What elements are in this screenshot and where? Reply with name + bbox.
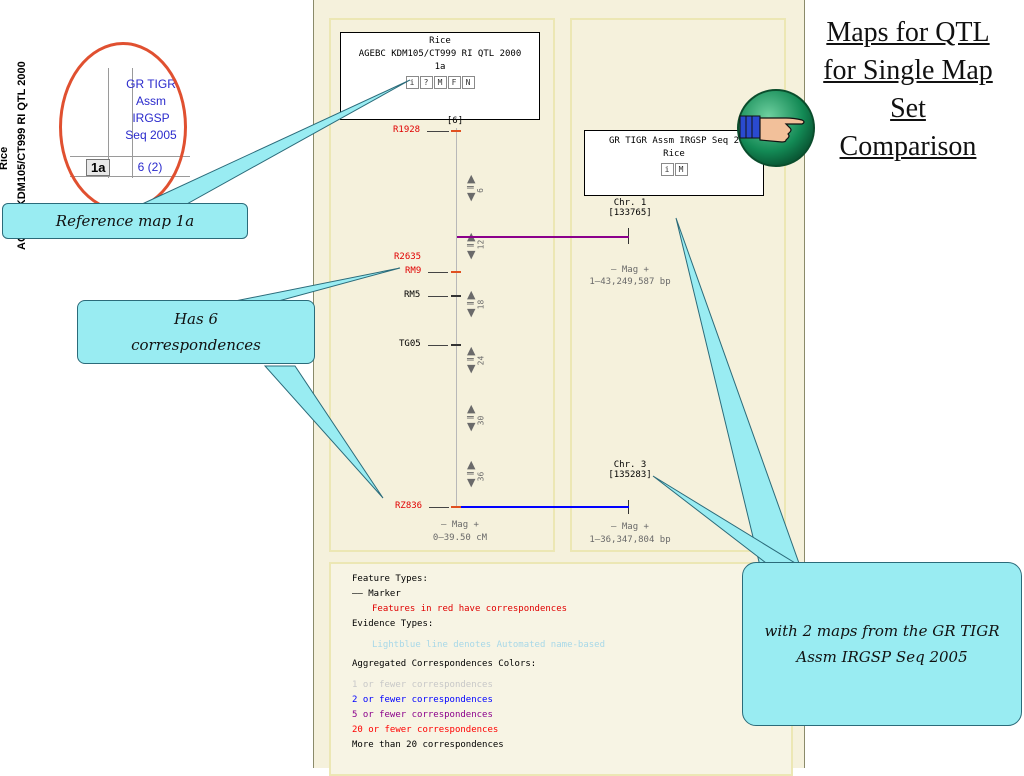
pointing-hand-icon[interactable] bbox=[736, 88, 816, 168]
scale-arrow-icon: ▲═▼ bbox=[467, 288, 476, 319]
comp-map-set-name[interactable]: GR TIGR Assm IRGSP Seq 2 bbox=[608, 136, 740, 146]
callout-comparison-maps: with 2 maps from the GR TIGR Assm IRGSP … bbox=[742, 562, 1022, 726]
scale-arrow-icon: ▲═▼ bbox=[467, 172, 476, 203]
legend-evidence-heading: Evidence Types: bbox=[352, 619, 434, 629]
scale-arrow-icon: ▲═▼ bbox=[467, 344, 476, 375]
ref-map-mag-control[interactable]: – Mag + bbox=[441, 520, 479, 530]
legend-agg-item: 2 or fewer correspondences bbox=[352, 695, 493, 705]
ref-map-feature-count: [6] bbox=[446, 116, 464, 126]
callout-reference-text: Reference map 1a bbox=[55, 212, 195, 230]
title-line: Maps for QTL bbox=[826, 17, 990, 48]
map-button[interactable]: M bbox=[674, 163, 688, 176]
chr3-count: [135283] bbox=[608, 470, 652, 480]
info-button[interactable]: i bbox=[660, 163, 674, 176]
scale-arrow-icon: ▲═▼ bbox=[467, 402, 476, 433]
feature-rm5[interactable]: RM5 bbox=[404, 290, 421, 300]
feature-mark bbox=[451, 506, 461, 508]
callout-correspondences: Has 6 correspondences bbox=[77, 300, 315, 364]
feature-mark bbox=[451, 344, 461, 346]
scale-arrow-icon: ▲═▼ bbox=[467, 458, 476, 489]
feature-tick bbox=[428, 345, 448, 346]
new-button[interactable]: N bbox=[461, 76, 475, 89]
callout-pointer-rz836 bbox=[263, 365, 384, 499]
feature-tg05[interactable]: TG05 bbox=[399, 339, 421, 349]
feature-mark bbox=[451, 295, 461, 297]
legend-content: Feature Types: —— Marker Features in red… bbox=[352, 572, 782, 753]
legend-feature-types-heading: Feature Types: bbox=[352, 574, 428, 584]
feature-tick bbox=[429, 507, 449, 508]
callout-pointer-chr1 bbox=[675, 217, 801, 567]
comp-map-species: Rice bbox=[663, 149, 685, 159]
chr1-count: [133765] bbox=[608, 208, 652, 218]
legend-agg-item: 5 or fewer correspondences bbox=[352, 710, 493, 720]
mini-table: Rice AGEBC KDM105/CT999 RI QTL 2000 GR T… bbox=[0, 40, 200, 250]
chr3-name[interactable]: Chr. 3 bbox=[613, 460, 647, 470]
callout-correspondences-text: Has 6 correspondences bbox=[131, 310, 261, 354]
ref-map-set-name[interactable]: AGEBC KDM105/CT999 RI QTL 2000 bbox=[358, 49, 522, 59]
callout-pointer-reference bbox=[139, 79, 411, 206]
feature-button[interactable]: F bbox=[447, 76, 461, 89]
slide-title: Maps for QTL for Single Map Set Comparis… bbox=[796, 14, 1020, 166]
chr1-mag-control[interactable]: – Mag + bbox=[611, 265, 649, 275]
feature-rz836[interactable]: RZ836 bbox=[395, 501, 423, 511]
legend-agg-item: 1 or fewer correspondences bbox=[352, 680, 493, 690]
legend-red-note: Features in red have correspondences bbox=[372, 604, 568, 614]
correspondence-line-chr3[interactable] bbox=[461, 506, 629, 508]
map-button[interactable]: M bbox=[433, 76, 447, 89]
comp-map-buttons: i M bbox=[585, 163, 763, 176]
ref-map-buttons: i ? M F N bbox=[341, 76, 539, 89]
ref-map-species: Rice bbox=[429, 36, 451, 46]
chr3-range: 1–36,347,804 bp bbox=[589, 535, 671, 545]
feature-r1928[interactable]: R1928 bbox=[393, 125, 421, 135]
comp-map-title-box: GR TIGR Assm IRGSP Seq 2 Rice i M bbox=[584, 130, 764, 196]
feature-mark bbox=[451, 130, 461, 132]
chr1-range: 1–43,249,587 bp bbox=[589, 277, 671, 287]
feature-tick bbox=[428, 272, 448, 273]
callout-maps-text: with 2 maps from the GR TIGR Assm IRGSP … bbox=[764, 622, 1000, 666]
title-line: Set bbox=[890, 93, 926, 124]
title-line: for Single Map bbox=[823, 55, 993, 86]
ref-map-title-box: Rice AGEBC KDM105/CT999 RI QTL 2000 1a i… bbox=[340, 32, 540, 120]
legend-agg-item: 20 or fewer correspondences bbox=[352, 725, 499, 735]
legend-marker: —— Marker bbox=[352, 589, 401, 599]
correspondence-line-chr1[interactable] bbox=[457, 236, 629, 238]
legend-agg-heading: Aggregated Correspondences Colors: bbox=[352, 659, 537, 669]
feature-rm9[interactable]: RM9 bbox=[405, 266, 422, 276]
chr1-name[interactable]: Chr. 1 bbox=[613, 198, 647, 208]
ref-map-axis bbox=[456, 128, 457, 508]
feature-mark bbox=[451, 271, 461, 273]
feature-r2635[interactable]: R2635 bbox=[394, 252, 422, 262]
help-button[interactable]: ? bbox=[419, 76, 433, 89]
ref-map-name[interactable]: 1a bbox=[434, 62, 446, 72]
title-line: Comparison bbox=[839, 131, 977, 162]
ref-map-range: 0–39.50 cM bbox=[432, 533, 488, 543]
feature-tick bbox=[427, 131, 449, 132]
legend-agg-item: More than 20 correspondences bbox=[352, 740, 504, 750]
legend-panel bbox=[329, 562, 793, 776]
chr3-mag-control[interactable]: – Mag + bbox=[611, 522, 649, 532]
legend-evidence-line: Lightblue line denotes Automated name-ba… bbox=[372, 640, 605, 650]
callout-reference-map: Reference map 1a bbox=[2, 203, 248, 239]
feature-tick bbox=[428, 296, 448, 297]
